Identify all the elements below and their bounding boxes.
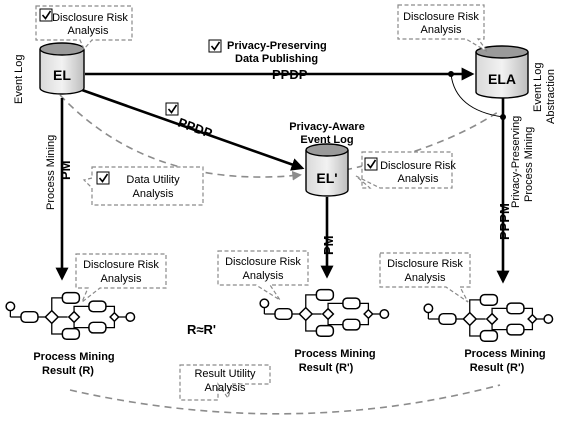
junction-curve xyxy=(450,73,504,118)
pppm-right-label: PPPM xyxy=(497,203,512,240)
svg-text:Analysis: Analysis xyxy=(405,272,446,284)
svg-text:Analysis: Analysis xyxy=(133,188,174,200)
bubble-top-right-risk: Disclosure Risk Analysis xyxy=(397,4,489,53)
bubble-left-result-risk: Disclosure Risk Analysis xyxy=(75,253,167,303)
svg-text:Analysis: Analysis xyxy=(421,24,462,36)
bubble-mid-risk: Disclosure Risk Analysis xyxy=(355,151,456,189)
pppm-side-label-line1: Privacy-Preserving xyxy=(510,116,522,208)
pm-left-label: PM xyxy=(58,161,73,181)
ppdp-heading-line1: Privacy-Preserving xyxy=(227,40,327,52)
svg-text:Analysis: Analysis xyxy=(398,173,439,185)
svg-text:Disclosure Risk: Disclosure Risk xyxy=(380,160,456,172)
ela-db-label: ELA xyxy=(488,71,516,87)
svg-text:Analysis: Analysis xyxy=(243,270,284,282)
ela-side-label-line2: Abstraction xyxy=(545,69,557,124)
result-right: Process Mining Result (R') xyxy=(464,348,545,374)
ppdp-diag-checkmark-icon xyxy=(167,104,178,114)
svg-text:Disclosure Risk: Disclosure Risk xyxy=(387,258,463,270)
dashed-arrow-el-to-elprime xyxy=(59,94,302,181)
svg-text:Process Mining: Process Mining xyxy=(464,348,545,360)
bubble-top-left-risk: Disclosure Risk Analysis xyxy=(35,5,133,51)
ppdp-heading-line2: Data Publishing xyxy=(235,53,318,65)
process-model-right xyxy=(423,293,554,343)
event-log-db: EL xyxy=(39,42,85,95)
checkmark-icon xyxy=(366,159,377,169)
privacy-aware-heading-line2: Event Log xyxy=(300,134,353,146)
privacy-aware-heading-line1: Privacy-Aware xyxy=(289,121,365,133)
process-model-mid xyxy=(259,288,390,338)
ppdp-heading: Privacy-Preserving Data Publishing xyxy=(208,39,327,65)
svg-text:Analysis: Analysis xyxy=(205,382,246,394)
dashed-link-elprime-to-ela xyxy=(344,111,499,171)
event-log-abstraction-db: ELA xyxy=(475,45,529,99)
svg-text:Result (R'): Result (R') xyxy=(470,362,525,374)
privacy-aware-event-log-db: EL' xyxy=(305,143,349,197)
ela-side-label-line1: Event Log xyxy=(532,62,544,112)
dashed-result-utility-curve xyxy=(69,384,501,415)
el-prime-db-label: EL' xyxy=(316,170,337,186)
event-log-side-label: Event Log xyxy=(13,54,25,104)
result-mid: Process Mining Result (R') xyxy=(294,348,375,374)
svg-text:Disclosure Risk: Disclosure Risk xyxy=(403,11,479,23)
result-left: Process Mining Result (R) xyxy=(33,351,114,377)
svg-text:Disclosure Risk: Disclosure Risk xyxy=(83,259,159,271)
svg-text:Result Utility: Result Utility xyxy=(194,368,256,380)
svg-text:Analysis: Analysis xyxy=(68,25,109,37)
bubble-right-result-risk: Disclosure Risk Analysis xyxy=(379,252,471,303)
checkmark-icon xyxy=(41,10,52,20)
pppm-side-label-line2: Process Mining xyxy=(523,127,535,202)
svg-text:Result (R'): Result (R') xyxy=(299,362,354,374)
pm-mid-label: PM xyxy=(321,236,336,256)
process-mining-side-label: Process Mining xyxy=(45,135,57,210)
event-log-db-label: EL xyxy=(53,67,71,83)
ppdp-diag-arrow xyxy=(81,88,305,171)
checkbox-icon xyxy=(39,8,53,22)
equivalence-label: R≈R' xyxy=(187,322,216,337)
ppdp-top-label: PPDP xyxy=(272,67,308,82)
checkmark-icon xyxy=(98,173,109,183)
bubble-mid-result-risk: Disclosure Risk Analysis xyxy=(217,250,309,301)
svg-text:Process Mining: Process Mining xyxy=(33,351,114,363)
privacy-aware-heading: Privacy-Aware Event Log xyxy=(289,121,365,146)
checkbox-icon xyxy=(364,157,378,171)
process-model-left xyxy=(5,291,136,341)
svg-text:Process Mining: Process Mining xyxy=(294,348,375,360)
svg-text:Analysis: Analysis xyxy=(101,273,142,285)
checkmark-icon xyxy=(210,41,221,51)
svg-text:Disclosure Risk: Disclosure Risk xyxy=(52,12,128,24)
ppdp-diag-label: PPDP xyxy=(176,115,215,141)
bubble-result-utility: Result Utility Analysis xyxy=(179,364,271,401)
svg-text:Result (R): Result (R) xyxy=(42,365,94,377)
bubble-data-utility: Data Utility Analysis xyxy=(82,166,204,206)
svg-text:Data Utility: Data Utility xyxy=(126,174,180,186)
svg-text:Disclosure Risk: Disclosure Risk xyxy=(225,256,301,268)
